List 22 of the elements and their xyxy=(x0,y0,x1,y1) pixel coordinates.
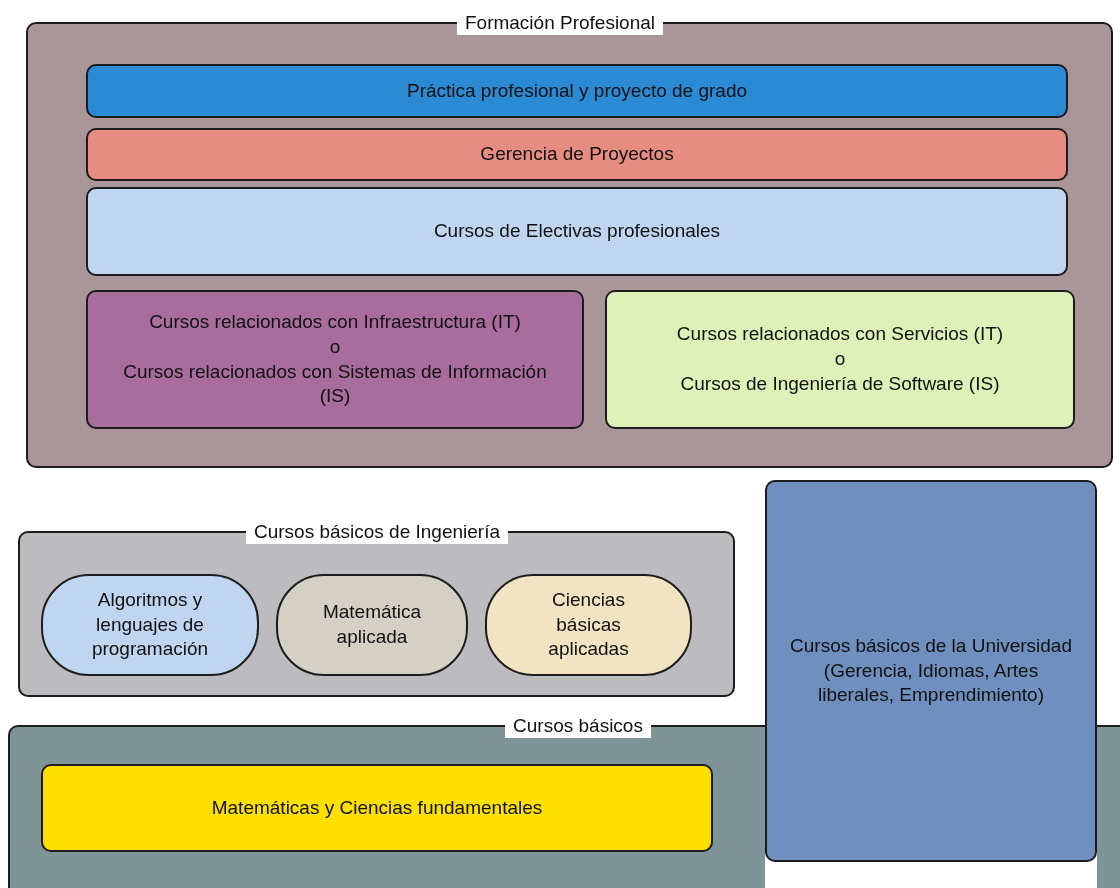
course-text: Matemáticas y Ciencias fundamentales xyxy=(211,795,543,820)
course-box xyxy=(86,290,584,429)
course-text: Algoritmos y lenguajes de programación xyxy=(90,587,210,662)
course-box xyxy=(765,480,1097,862)
course-text: Cursos básicos de la Universidad xyxy=(790,633,1072,658)
course-box xyxy=(86,187,1068,276)
course-box xyxy=(41,764,713,852)
course-text: Cursos de Ingeniería de Software (IS) xyxy=(680,371,1000,396)
course-text: Gerencia de Proyectos xyxy=(480,142,674,167)
course-text: Cursos de Electivas profesionales xyxy=(433,219,721,244)
course-text: Cursos relacionados con Sistemas de Información (IS) xyxy=(122,359,548,409)
course-box xyxy=(86,128,1068,181)
course-text: Práctica profesional y proyecto de grado xyxy=(406,78,748,103)
course-text: Cursos relacionados con Infraestructura (IT) xyxy=(149,310,521,335)
course-text: o xyxy=(834,347,846,372)
course-text: Ciencias básicas aplicadas xyxy=(547,587,630,662)
course-text: (Gerencia, Idiomas, Artes liberales, Emprendimiento) xyxy=(817,658,1045,708)
course-text: Cursos relacionados con Servicios (IT) xyxy=(676,322,1004,347)
course-box xyxy=(86,64,1068,118)
course-text: o xyxy=(329,334,341,359)
course-text: Matemática aplicada xyxy=(321,600,423,649)
course-box xyxy=(605,290,1075,429)
